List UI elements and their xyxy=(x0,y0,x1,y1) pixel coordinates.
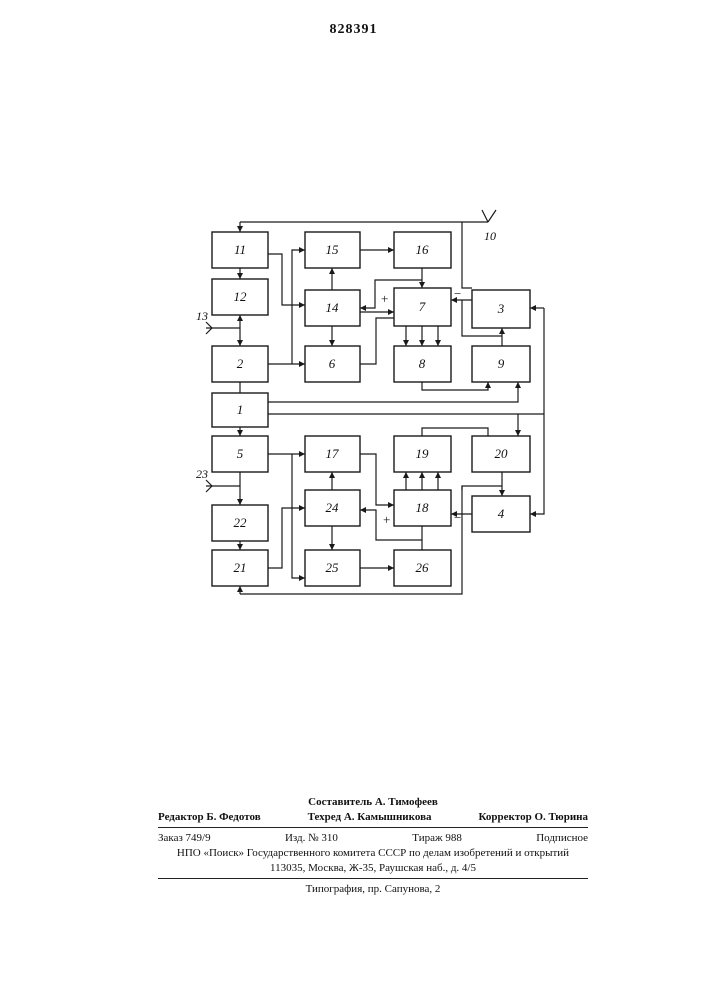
label-5: 5 xyxy=(237,446,244,461)
label-20: 20 xyxy=(495,446,509,461)
address-line: 113035, Москва, Ж-35, Раушская наб., д. … xyxy=(158,861,588,876)
printer-line: Типография, пр. Сапунова, 2 xyxy=(158,882,588,897)
label-3: 3 xyxy=(497,301,505,316)
label-6: 6 xyxy=(329,356,336,371)
label-15: 15 xyxy=(326,242,340,257)
divider-2 xyxy=(158,878,588,879)
plus-sign-18: + xyxy=(383,512,390,527)
compiler-line: Составитель А. Тимофеев xyxy=(158,795,588,810)
label-10: 10 xyxy=(484,229,496,243)
credits-block: Составитель А. Тимофеев Редактор Б. Федо… xyxy=(158,795,588,897)
corrector: Корректор О. Тюрина xyxy=(478,810,588,825)
label-22: 22 xyxy=(234,515,248,530)
label-24: 24 xyxy=(326,500,340,515)
blocks xyxy=(212,232,530,586)
tech-editor: Техред А. Камышникова xyxy=(308,810,432,825)
label-4: 4 xyxy=(498,506,505,521)
plus-sign-7: + xyxy=(381,291,388,306)
label-7: 7 xyxy=(419,299,426,314)
editor: Редактор Б. Федотов xyxy=(158,810,261,825)
subscription: Подписное xyxy=(536,831,588,846)
label-16: 16 xyxy=(416,242,430,257)
edition: Изд. № 310 xyxy=(285,831,338,846)
editors-row: Редактор Б. Федотов Техред А. Камышников… xyxy=(158,810,588,825)
label-14: 14 xyxy=(326,300,340,315)
label-9: 9 xyxy=(498,356,505,371)
divider xyxy=(158,827,588,828)
label-18: 18 xyxy=(416,500,430,515)
label-12: 12 xyxy=(234,289,248,304)
label-1: 1 xyxy=(237,402,244,417)
order: Заказ 749/9 xyxy=(158,831,211,846)
circulation: Тираж 988 xyxy=(412,831,462,846)
label-11: 11 xyxy=(234,242,246,257)
label-13: 13 xyxy=(196,309,208,323)
order-row: Заказ 749/9 Изд. № 310 Тираж 988 Подписн… xyxy=(158,831,588,846)
label-19: 19 xyxy=(416,446,430,461)
label-25: 25 xyxy=(326,560,340,575)
minus-sign-7: − xyxy=(454,286,461,301)
label-21: 21 xyxy=(234,560,247,575)
org-line: НПО «Поиск» Государственного комитета СС… xyxy=(158,846,588,861)
label-26: 26 xyxy=(416,560,430,575)
minus-sign-18: − xyxy=(454,510,461,525)
label-23: 23 xyxy=(196,467,208,481)
label-2: 2 xyxy=(237,356,244,371)
label-17: 17 xyxy=(326,446,340,461)
label-8: 8 xyxy=(419,356,426,371)
